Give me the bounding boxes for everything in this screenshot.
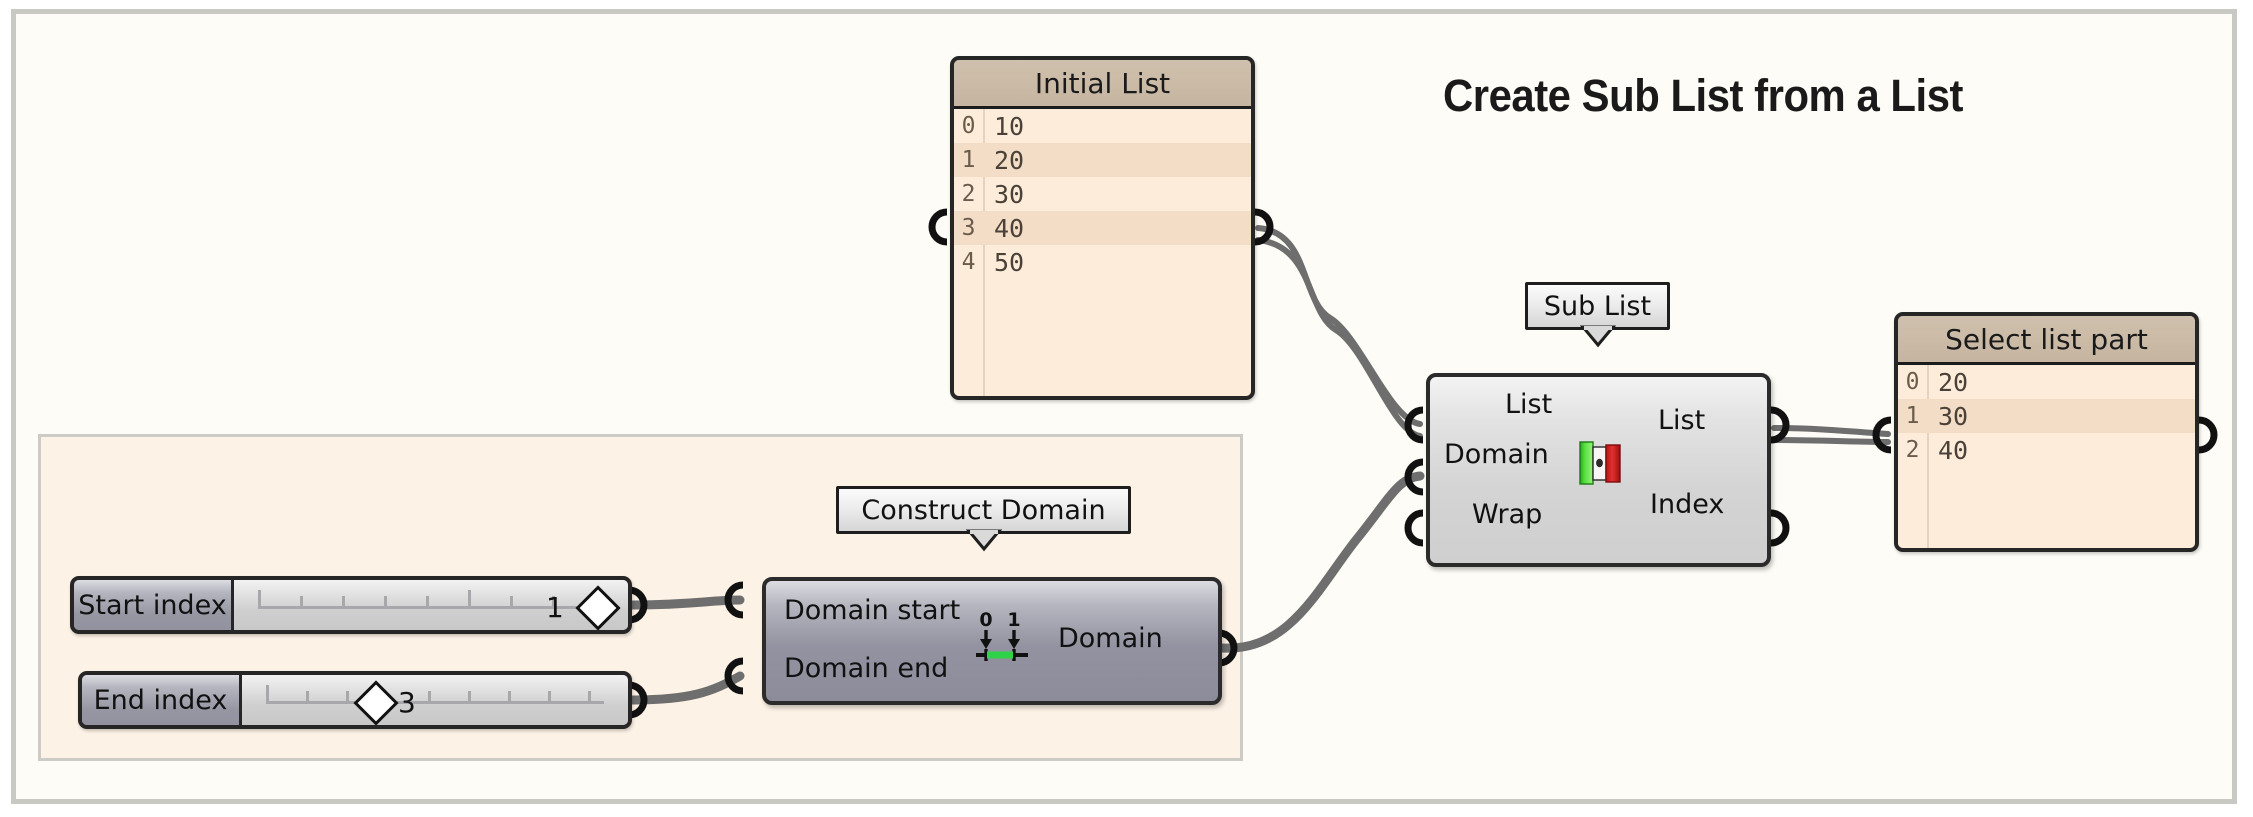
tick-mark bbox=[468, 590, 471, 608]
row-index: 1 bbox=[1905, 403, 1920, 429]
row-value: 40 bbox=[1938, 435, 1969, 465]
row-index: 3 bbox=[961, 215, 976, 241]
tick-mark bbox=[300, 596, 303, 608]
node-construct-domain[interactable]: Domain start Domain end Domain 0 1 bbox=[762, 577, 1222, 705]
slider-track[interactable]: 1 bbox=[234, 580, 628, 630]
row-index: 1 bbox=[961, 147, 976, 173]
panel-initial-list[interactable]: Initial List 0 10 1 20 2 30 3 40 4 50 bbox=[950, 56, 1255, 400]
table-row: 0 10 bbox=[954, 109, 1251, 143]
row-value: 20 bbox=[1938, 367, 1969, 397]
sublist-icon bbox=[1579, 441, 1621, 485]
page-title: Create Sub List from a List bbox=[1443, 70, 1963, 121]
panel-column-divider bbox=[1927, 365, 1929, 548]
table-row: 2 40 bbox=[1898, 433, 2195, 467]
row-value: 30 bbox=[994, 179, 1025, 209]
row-value: 40 bbox=[994, 213, 1025, 243]
node-input-list-label: List bbox=[1505, 389, 1553, 420]
tick-mark bbox=[346, 691, 349, 703]
node-input-domain-start-label: Domain start bbox=[784, 595, 961, 626]
slider-handle[interactable] bbox=[353, 680, 399, 725]
name-tag-construct-domain[interactable]: Construct Domain bbox=[836, 486, 1131, 552]
panel-title: Select list part bbox=[1898, 316, 2195, 365]
slider-value: 1 bbox=[546, 591, 564, 624]
slider-handle[interactable] bbox=[575, 585, 621, 630]
panel-body: 0 10 1 20 2 30 3 40 4 50 bbox=[954, 109, 1251, 396]
tick-mark bbox=[428, 691, 431, 703]
row-index: 4 bbox=[961, 249, 976, 275]
row-value: 10 bbox=[994, 111, 1025, 141]
row-index: 0 bbox=[1905, 369, 1920, 395]
node-input-domain-end-label: Domain end bbox=[784, 653, 949, 684]
domain-icon: 0 1 bbox=[976, 609, 1028, 661]
table-row: 4 50 bbox=[954, 245, 1251, 279]
tick-mark bbox=[426, 596, 429, 608]
tick-baseline bbox=[258, 606, 604, 609]
name-tag-tail-icon bbox=[1579, 325, 1616, 348]
row-value: 30 bbox=[1938, 401, 1969, 431]
slider-label: Start index bbox=[74, 580, 234, 630]
node-sub-list[interactable]: List Domain Wrap List Index bbox=[1426, 373, 1771, 567]
tick-mark bbox=[306, 691, 309, 703]
node-output-index-label: Index bbox=[1650, 489, 1725, 520]
panel-body: 0 20 1 30 2 40 bbox=[1898, 365, 2195, 548]
tick-baseline bbox=[266, 701, 604, 704]
tick-mark bbox=[510, 596, 513, 608]
row-index: 0 bbox=[961, 113, 976, 139]
row-index: 2 bbox=[961, 181, 976, 207]
tick-mark bbox=[508, 691, 511, 703]
slider-end-index[interactable]: End index 3 bbox=[78, 671, 632, 729]
slider-value: 3 bbox=[398, 686, 416, 719]
table-row: 3 40 bbox=[954, 211, 1251, 245]
domain-icon-label-1: 1 bbox=[1007, 609, 1020, 631]
name-tag-tail-icon bbox=[965, 529, 1002, 552]
node-input-domain-label: Domain bbox=[1444, 439, 1549, 470]
slider-track[interactable]: 3 bbox=[242, 675, 628, 725]
panel-column-divider bbox=[983, 109, 985, 396]
tick-mark bbox=[266, 685, 269, 703]
slider-start-index[interactable]: Start index 1 bbox=[70, 576, 632, 634]
tick-mark bbox=[342, 596, 345, 608]
table-row: 1 30 bbox=[1898, 399, 2195, 433]
domain-icon-label-0: 0 bbox=[979, 609, 992, 631]
tick-mark bbox=[552, 596, 555, 608]
panel-select-list-part[interactable]: Select list part 0 20 1 30 2 40 bbox=[1894, 312, 2199, 552]
node-output-list-label: List bbox=[1658, 405, 1706, 436]
node-input-wrap-label: Wrap bbox=[1472, 499, 1543, 530]
name-tag-label: Sub List bbox=[1543, 290, 1652, 322]
row-value: 20 bbox=[994, 145, 1025, 175]
panel-title: Initial List bbox=[954, 60, 1251, 109]
tick-mark bbox=[468, 691, 471, 703]
tick-mark bbox=[384, 596, 387, 608]
name-tag-sub-list[interactable]: Sub List bbox=[1525, 282, 1670, 348]
tick-mark bbox=[548, 691, 551, 703]
name-tag-label: Construct Domain bbox=[861, 494, 1106, 526]
tick-mark bbox=[258, 590, 261, 608]
row-index: 2 bbox=[1905, 437, 1920, 463]
slider-label: End index bbox=[82, 675, 242, 725]
table-row: 0 20 bbox=[1898, 365, 2195, 399]
tick-mark bbox=[588, 691, 591, 703]
row-value: 50 bbox=[994, 247, 1025, 277]
table-row: 2 30 bbox=[954, 177, 1251, 211]
tick-mark bbox=[628, 685, 631, 703]
table-row: 1 20 bbox=[954, 143, 1251, 177]
node-output-domain-label: Domain bbox=[1058, 623, 1163, 654]
